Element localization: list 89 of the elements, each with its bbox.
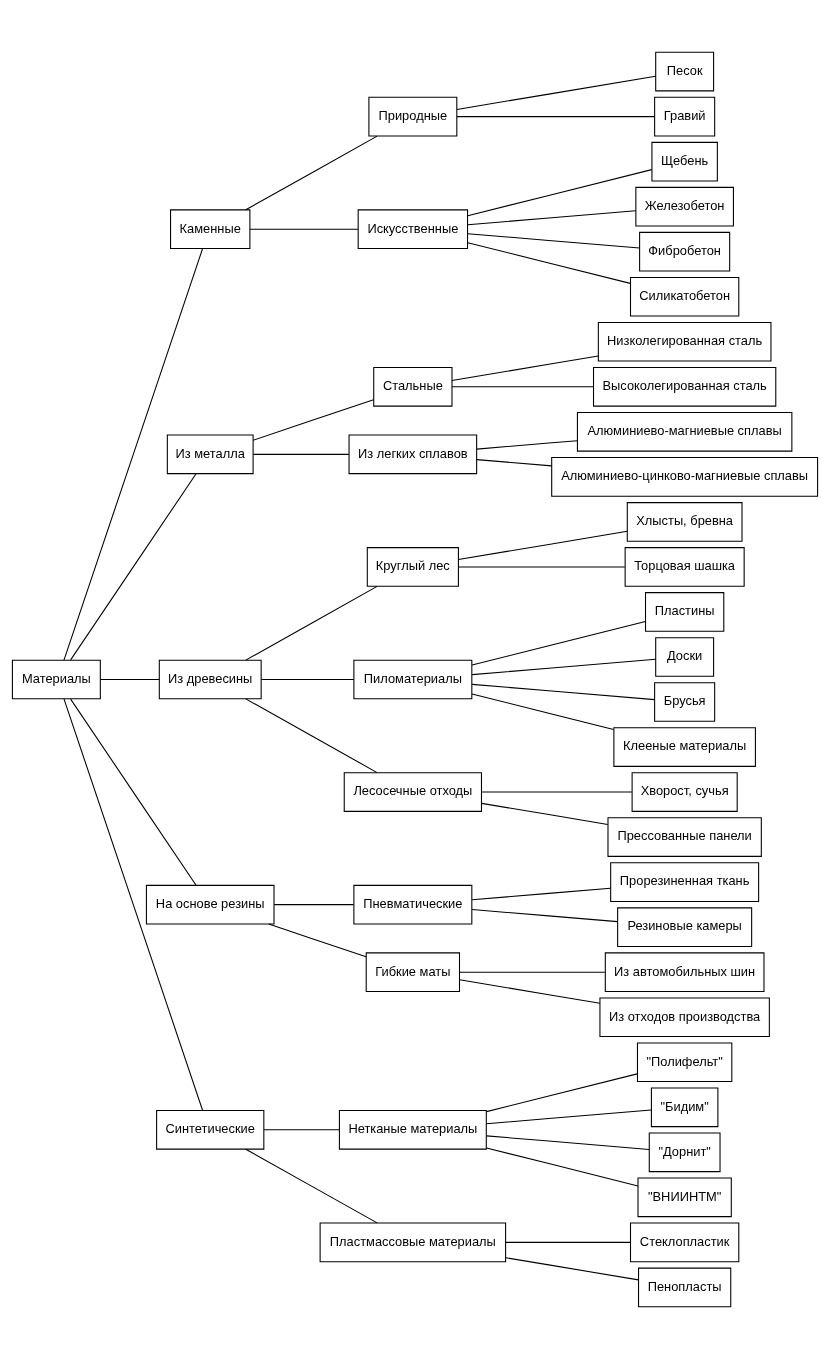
connector bbox=[471, 908, 618, 923]
connector bbox=[456, 75, 657, 110]
node-box: Каменные bbox=[170, 209, 251, 250]
connector bbox=[486, 1073, 638, 1113]
connector bbox=[457, 566, 626, 568]
connector bbox=[459, 979, 601, 1004]
connector bbox=[252, 453, 350, 455]
connector bbox=[471, 683, 656, 701]
node-box: Из металла bbox=[166, 434, 254, 475]
connector bbox=[63, 248, 203, 661]
node-box: Хворост, сучья bbox=[631, 772, 738, 812]
connector bbox=[471, 693, 615, 731]
connector bbox=[486, 1147, 639, 1187]
node-box: Гравий bbox=[654, 96, 716, 137]
node-box: Искусственные bbox=[357, 209, 469, 250]
node-box: "Полифельт" bbox=[636, 1042, 733, 1083]
node-box: Торцовая шашка bbox=[624, 547, 745, 587]
node-box: Пластмассовые материалы bbox=[319, 1222, 507, 1263]
node-box: Железобетон bbox=[635, 186, 734, 227]
node-box: Песок bbox=[655, 51, 715, 92]
connector bbox=[63, 698, 203, 1111]
node-box: Из автомобильных шин bbox=[604, 952, 765, 993]
connector bbox=[70, 473, 197, 661]
node-box: Пневматические bbox=[353, 884, 473, 925]
node-box: На основе резины bbox=[145, 884, 275, 925]
connector bbox=[471, 658, 657, 676]
node-box: Резиновые камеры bbox=[617, 907, 753, 947]
node-box: Прорезиненная ткань bbox=[610, 862, 760, 902]
node-box: Из отходов производства bbox=[599, 997, 770, 1038]
connector bbox=[476, 459, 553, 467]
node-box: "ВНИИНТМ" bbox=[637, 1177, 732, 1218]
connector bbox=[467, 169, 653, 217]
node-box: Прессованные панели bbox=[607, 817, 762, 857]
connector bbox=[505, 1257, 639, 1281]
node-box: Пиломатериалы bbox=[353, 659, 473, 700]
node-box: Клееные материалы bbox=[613, 727, 756, 767]
node-box: Доски bbox=[655, 637, 715, 677]
node-box: "Дорнит" bbox=[648, 1132, 721, 1173]
connector bbox=[486, 1109, 652, 1125]
connector bbox=[481, 802, 609, 825]
connector bbox=[263, 1129, 340, 1131]
connector bbox=[476, 440, 578, 450]
connector bbox=[486, 1135, 650, 1150]
node-box: Силикатобетон bbox=[629, 276, 740, 317]
connector bbox=[245, 1148, 378, 1224]
node-box: Круглый лес bbox=[366, 547, 459, 587]
node-box: Гибкие маты bbox=[365, 952, 461, 993]
node-box: Брусья bbox=[654, 682, 716, 722]
connector bbox=[471, 887, 612, 901]
node-box: "Бидим" bbox=[650, 1087, 719, 1128]
node-box: Пенопласты bbox=[638, 1267, 732, 1308]
connector bbox=[99, 678, 160, 681]
node-box: Алюминиево-магниевые сплавы bbox=[576, 412, 793, 452]
connector bbox=[252, 399, 375, 441]
node-box: Фибробетон bbox=[639, 231, 731, 272]
node-box: Из легких сплавов bbox=[348, 434, 478, 475]
connector bbox=[245, 135, 378, 211]
node-box: Стальные bbox=[373, 366, 453, 407]
connector bbox=[456, 116, 655, 118]
node-box: Нетканые материалы bbox=[338, 1109, 487, 1150]
connector bbox=[268, 923, 367, 958]
connector bbox=[467, 242, 631, 284]
connector bbox=[467, 210, 637, 226]
connector bbox=[457, 530, 628, 560]
connector bbox=[471, 620, 646, 666]
node-box: Высоколегированная сталь bbox=[592, 366, 777, 407]
connector bbox=[260, 678, 355, 681]
node-box: Природные bbox=[368, 96, 458, 137]
connector bbox=[451, 355, 599, 381]
connector bbox=[459, 971, 606, 973]
connector bbox=[467, 233, 641, 249]
node-box: Синтетические bbox=[156, 1109, 265, 1150]
connector bbox=[481, 791, 633, 793]
node-box: Из древесины bbox=[158, 659, 262, 700]
connector bbox=[245, 585, 378, 661]
connector bbox=[70, 698, 197, 886]
node-box: Стеклопластик bbox=[629, 1222, 740, 1263]
node-box: Щебень bbox=[651, 141, 718, 182]
connector bbox=[451, 386, 594, 388]
node-box: Алюминиево-цинково-магниевые сплавы bbox=[551, 457, 819, 497]
node-box: Лесосечные отходы bbox=[343, 772, 482, 812]
node-box: Хлысты, бревна bbox=[626, 502, 743, 542]
connector bbox=[249, 228, 359, 230]
connector bbox=[505, 1241, 631, 1243]
connector bbox=[273, 904, 355, 906]
connector bbox=[245, 698, 378, 774]
node-box: Низколегированная сталь bbox=[597, 321, 772, 362]
node-box: Пластины bbox=[644, 592, 725, 632]
node-box: Материалы bbox=[11, 659, 101, 700]
